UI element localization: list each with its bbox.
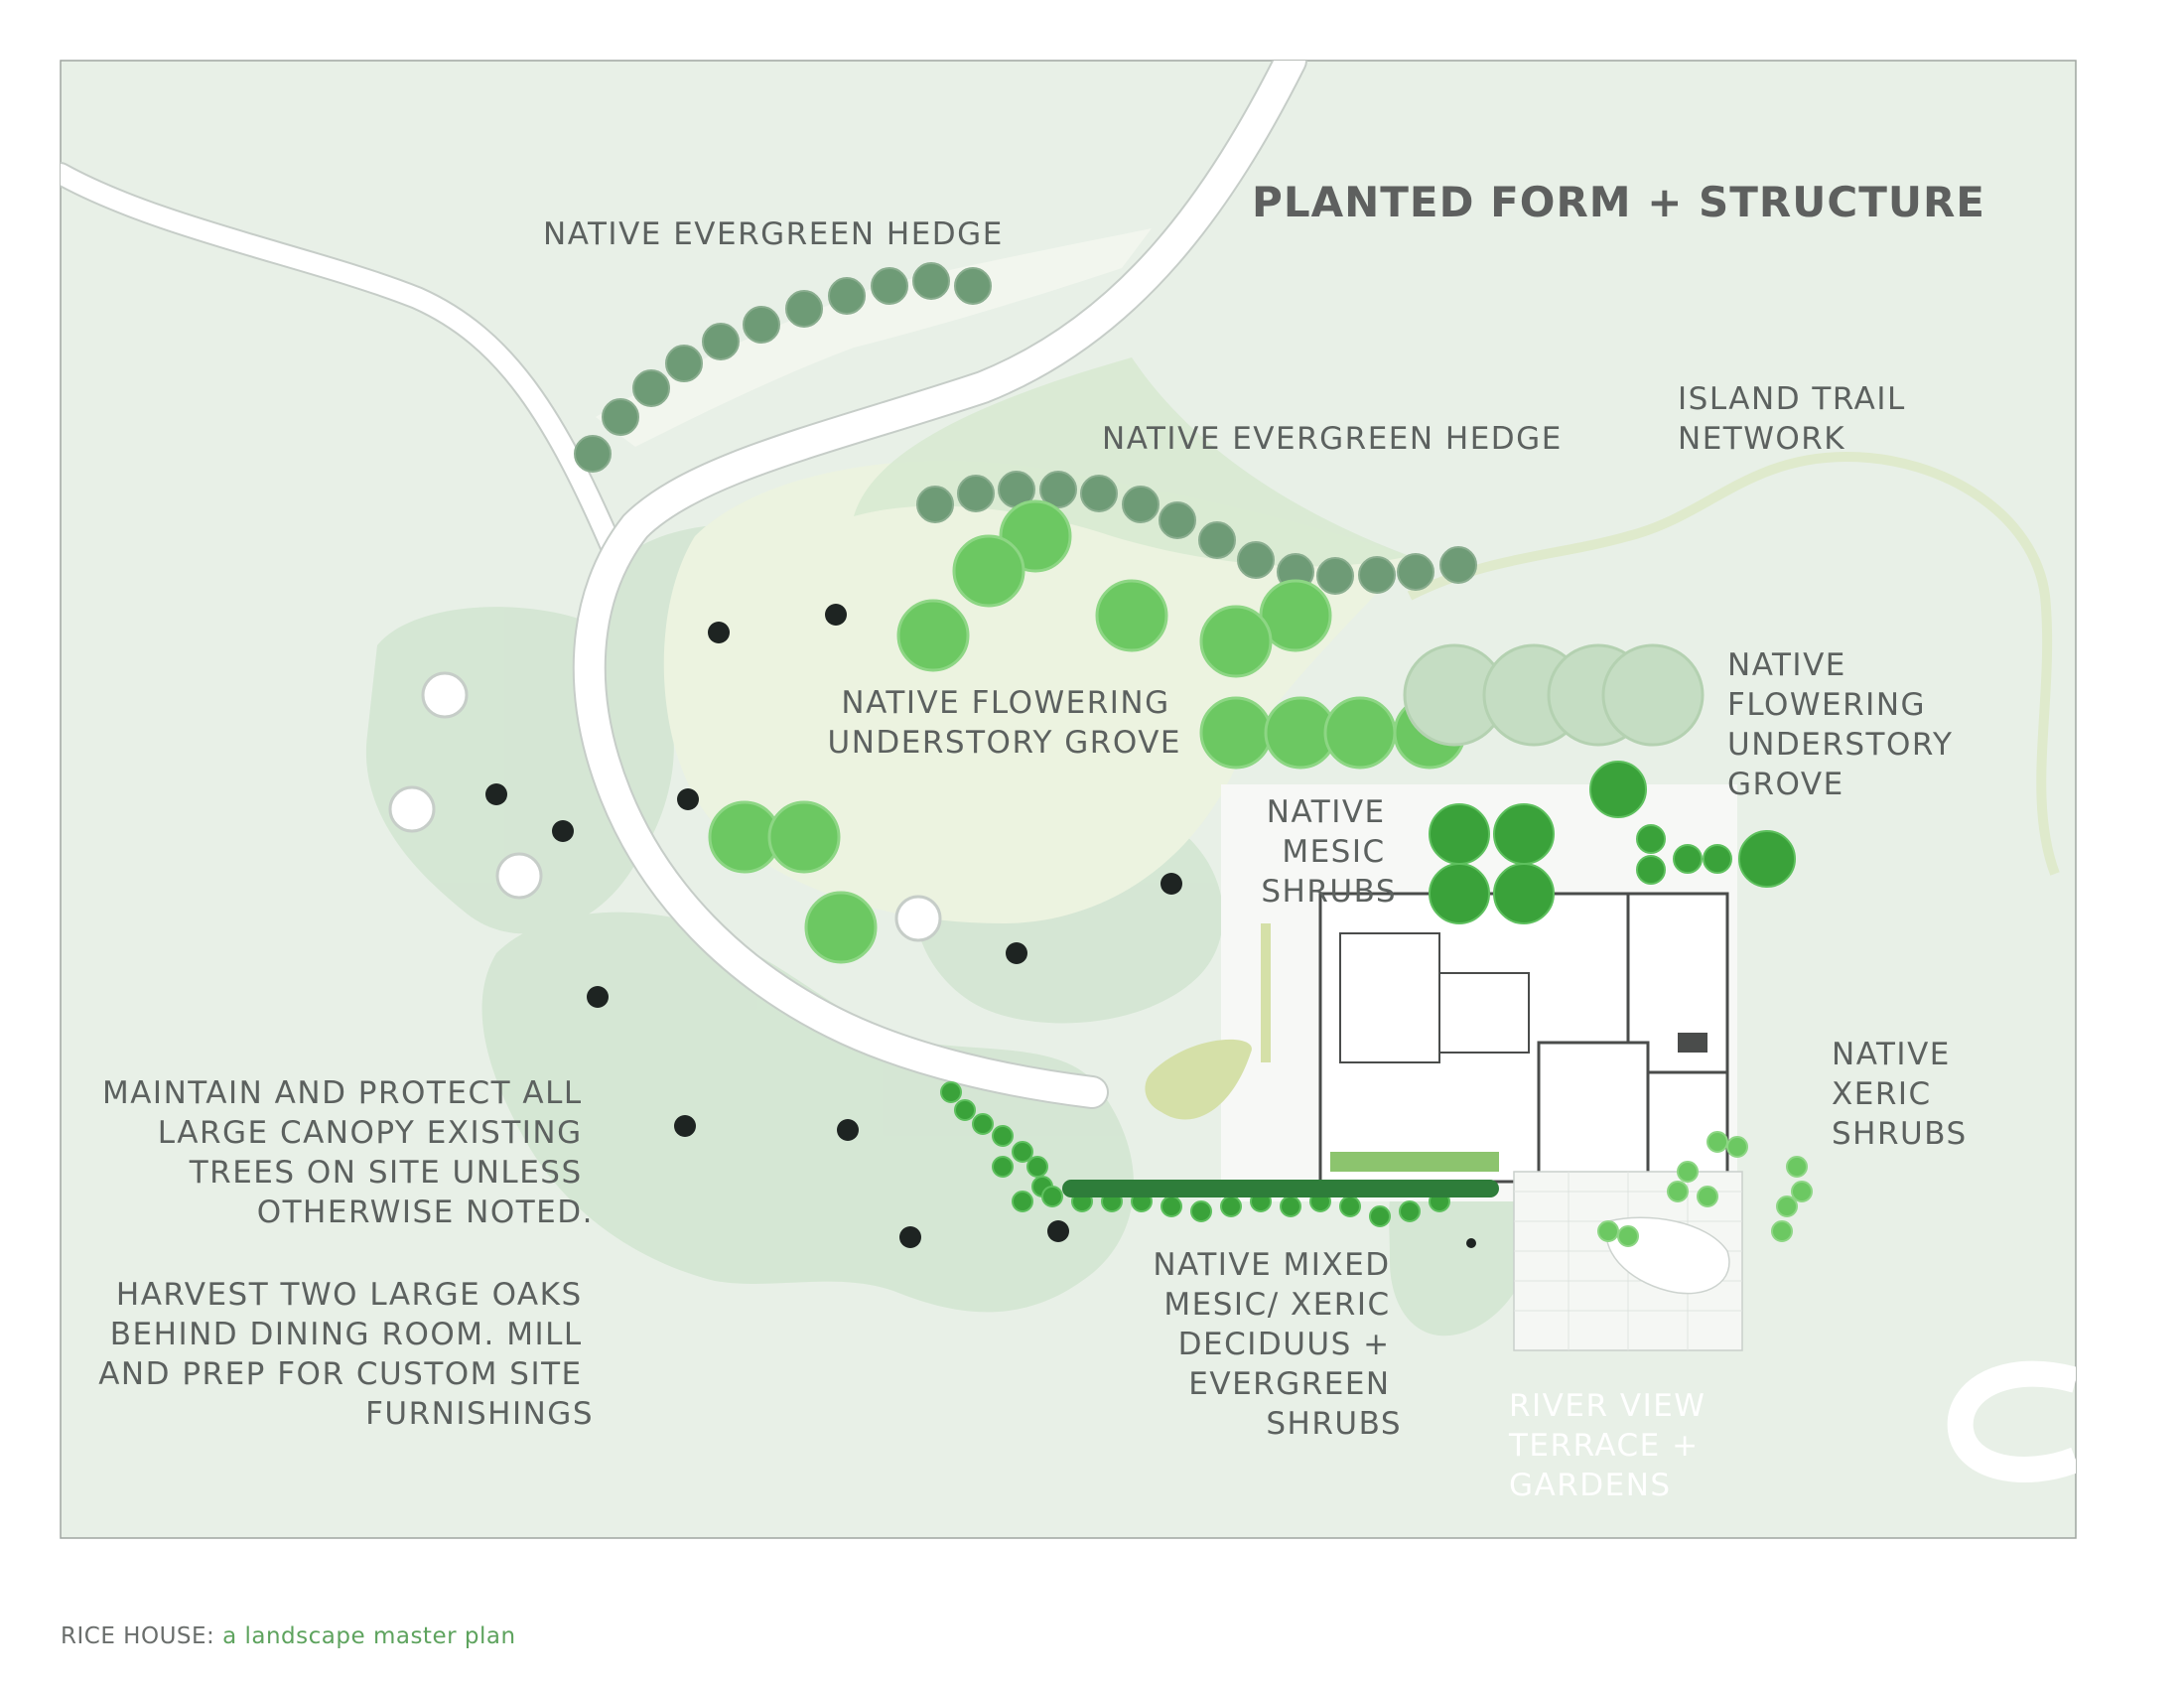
label-hedge-mid: NATIVE EVERGREEN HEDGE bbox=[1102, 421, 1563, 457]
mixed-shrub bbox=[940, 1081, 1450, 1227]
label-trail: ISLAND TRAIL NETWORK bbox=[1678, 381, 1917, 457]
caption-project: RICE HOUSE: bbox=[61, 1623, 215, 1649]
evergreen-hedge-top bbox=[574, 262, 992, 473]
evergreen-hedge-mid bbox=[916, 471, 1477, 595]
label-terrace: RIVER VIEW TERRACE + GARDENS bbox=[1508, 1388, 1717, 1503]
xeric-shrub bbox=[1597, 1131, 1813, 1247]
drive-path bbox=[61, 61, 1307, 1109]
hedge-zone bbox=[854, 357, 1410, 567]
footer-caption: RICE HOUSE: a landscape master plan bbox=[61, 1623, 516, 1649]
notes-oaks: HARVEST TWO LARGE OAKS BEHIND DINING ROO… bbox=[98, 1277, 594, 1432]
page-title: PLANTED FORM + STRUCTURE bbox=[1252, 178, 1985, 226]
hedge-band-top bbox=[596, 228, 1152, 447]
label-grove-right: NATIVE FLOWERING UNDERSTORY GROVE bbox=[1727, 647, 1965, 802]
existing-tree-trunk bbox=[485, 604, 1476, 1248]
caption-subtitle: a landscape master plan bbox=[222, 1623, 516, 1649]
mesic-shrub bbox=[1429, 761, 1796, 924]
flowering-tree bbox=[708, 499, 1466, 964]
lawn-oval bbox=[663, 460, 1410, 923]
notes-canopy: MAINTAIN AND PROTECT ALL LARGE CANOPY EX… bbox=[102, 1075, 594, 1230]
turnaround-loop bbox=[1947, 1360, 2076, 1482]
label-xeric: NATIVE XERIC SHRUBS bbox=[1832, 1037, 1968, 1152]
flowering-tree-right bbox=[1403, 643, 1705, 747]
hedge-row bbox=[1062, 1180, 1499, 1197]
label-hedge-top: NATIVE EVERGREEN HEDGE bbox=[543, 216, 1004, 252]
existing-tree-marker bbox=[388, 671, 942, 942]
label-mesic: NATIVE MESIC SHRUBS bbox=[1261, 794, 1397, 910]
island-trail bbox=[1407, 451, 2060, 876]
label-grove-center: NATIVE FLOWERING UNDERSTORY GROVE bbox=[828, 685, 1181, 761]
label-mixed: NATIVE MIXED MESIC/ XERIC DECIDUUS + EVE… bbox=[1153, 1247, 1402, 1442]
lens-planting bbox=[1145, 1039, 1252, 1120]
